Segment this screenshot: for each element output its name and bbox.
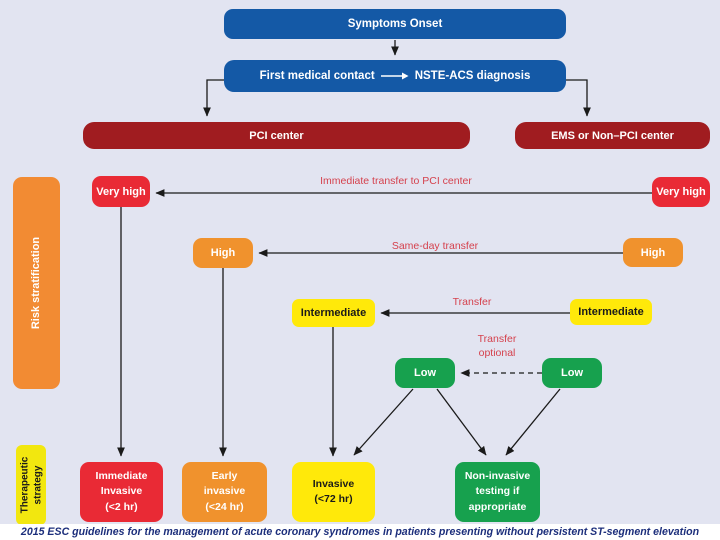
node-very-high-right: Very high — [652, 177, 710, 207]
node-immediate-invasive: Immediate Invasive (<2 hr) — [80, 462, 163, 522]
risk-stratification-label: Risk stratification — [30, 236, 43, 330]
arrow-lowleft-to-noninvasive — [436, 388, 487, 456]
node-low-right: Low — [542, 358, 602, 388]
nste-acs-diagnosis-label: NSTE-ACS diagnosis — [414, 70, 531, 82]
label-transfer-optional: Transfer optional — [477, 333, 517, 359]
node-invasive: Invasive (<72 hr) — [292, 462, 375, 522]
arrow-fmc-to-pci — [203, 79, 224, 117]
node-low-left: Low — [395, 358, 455, 388]
sidebar-risk-stratification: Risk stratification — [13, 177, 60, 389]
node-ems-center: EMS or Non–PCI center — [515, 122, 710, 149]
node-high-right: High — [623, 238, 683, 267]
node-very-high-left: Very high — [92, 176, 150, 207]
caption-text: 2015 ESC guidelines for the management o… — [20, 526, 700, 538]
arrow-fmc-to-ems — [566, 79, 591, 117]
node-early-invasive: Early invasive (<24 hr) — [182, 462, 267, 522]
node-intermediate-right: Intermediate — [570, 299, 652, 325]
label-transfer: Transfer — [452, 296, 492, 308]
arrow-low-to-invasive — [353, 388, 414, 456]
right-arrow-icon — [380, 72, 409, 80]
node-non-invasive-testing: Non-invasive testing if appropriate — [455, 462, 540, 522]
first-medical-contact-label: First medical contact — [259, 70, 375, 82]
arrow-lowright-to-noninvasive — [505, 388, 561, 456]
sidebar-therapeutic-strategy: Therapeutic strategy — [16, 445, 46, 525]
node-symptoms-onset: Symptoms Onset — [224, 9, 566, 39]
node-intermediate-left: Intermediate — [292, 299, 375, 327]
node-first-medical-contact: First medical contact NSTE-ACS diagnosis — [224, 60, 566, 92]
node-high-left: High — [193, 238, 253, 268]
therapeutic-strategy-label: Therapeutic strategy — [19, 456, 43, 514]
caption-bar: 2015 ESC guidelines for the management o… — [0, 524, 720, 540]
label-same-day-transfer: Same-day transfer — [391, 240, 479, 252]
label-immediate-transfer: Immediate transfer to PCI center — [320, 175, 472, 187]
node-pci-center: PCI center — [83, 122, 470, 149]
